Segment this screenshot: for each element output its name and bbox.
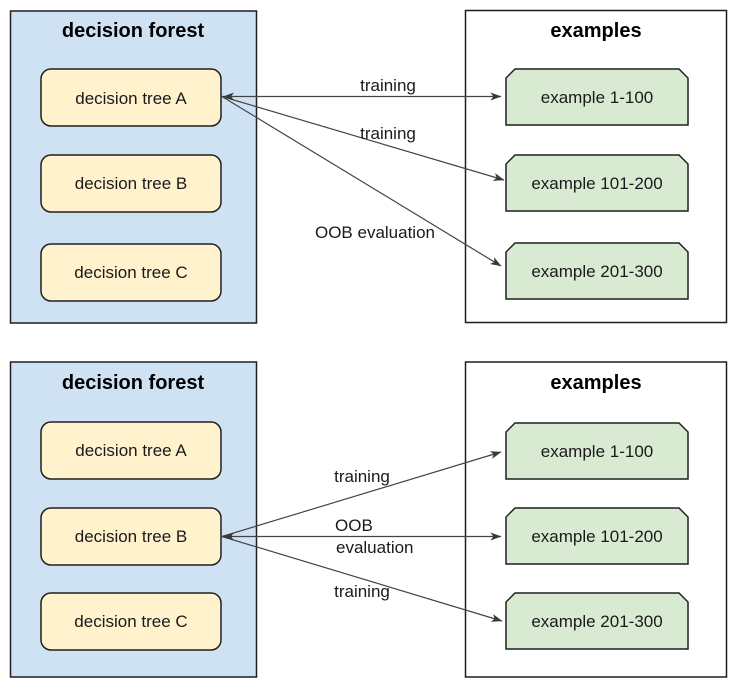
connector-training-b-2 bbox=[221, 535, 503, 622]
tree-node-label: decision tree C bbox=[74, 612, 187, 631]
tree-node-b-2 bbox=[40, 507, 222, 566]
example-node-label: example 201-300 bbox=[531, 612, 662, 631]
panel-2: decision forest decision tree A decision… bbox=[9, 361, 728, 678]
connector-training-a-2 bbox=[221, 95, 505, 181]
connector-oob-a bbox=[221, 95, 502, 267]
example-node-1-1 bbox=[505, 68, 689, 126]
examples-title-1: examples bbox=[550, 20, 641, 42]
example-node-3-1 bbox=[505, 242, 689, 300]
connector-training-b-1 bbox=[221, 451, 502, 538]
examples-title-2: examples bbox=[550, 372, 641, 394]
tree-node-label: decision tree C bbox=[74, 263, 187, 282]
connector-label-training: training bbox=[360, 124, 416, 143]
example-node-label: example 101-200 bbox=[531, 174, 662, 193]
connector-label-training: training bbox=[360, 76, 416, 95]
tree-node-label: decision tree B bbox=[75, 174, 187, 193]
example-node-label: example 201-300 bbox=[531, 262, 662, 281]
connector-label-oob-line2: evaluation bbox=[336, 538, 414, 557]
tree-node-c-1 bbox=[40, 243, 222, 302]
example-node-label: example 1-100 bbox=[541, 88, 653, 107]
tree-node-label: decision tree A bbox=[75, 441, 187, 460]
forest-title-1: decision forest bbox=[62, 20, 205, 42]
example-node-1-2 bbox=[505, 422, 689, 480]
panel-1: decision forest decision tree A decision… bbox=[9, 9, 728, 324]
tree-node-label: decision tree B bbox=[75, 527, 187, 546]
tree-node-label: decision tree A bbox=[75, 89, 187, 108]
example-node-label: example 101-200 bbox=[531, 527, 662, 546]
connector-label-oob-line1: OOB bbox=[335, 516, 373, 535]
tree-node-b-1 bbox=[40, 154, 222, 213]
tree-node-c-2 bbox=[40, 592, 222, 651]
arrowhead-into-tree-a bbox=[223, 92, 234, 101]
connector-label-training: training bbox=[334, 467, 390, 486]
example-node-3-2 bbox=[505, 592, 689, 650]
example-node-2-1 bbox=[505, 154, 689, 212]
forest-title-2: decision forest bbox=[62, 372, 205, 394]
connector-label-training: training bbox=[334, 582, 390, 601]
arrowhead-into-tree-b bbox=[223, 532, 234, 541]
example-node-label: example 1-100 bbox=[541, 442, 653, 461]
tree-node-a-2 bbox=[40, 421, 222, 480]
tree-node-a-1 bbox=[40, 68, 222, 127]
connector-label-oob-evaluation: OOB evaluation bbox=[315, 223, 435, 242]
example-node-2-2 bbox=[505, 507, 689, 565]
